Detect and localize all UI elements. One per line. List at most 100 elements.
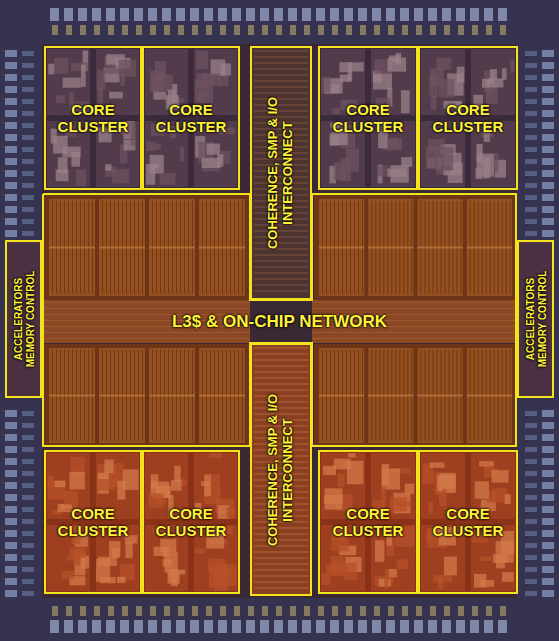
bond-pad <box>430 606 436 616</box>
bond-pad <box>525 579 537 584</box>
core-logic <box>97 70 105 90</box>
interconnect-wiring <box>254 563 308 565</box>
core-logic <box>171 480 182 491</box>
bond-pad <box>542 182 554 189</box>
core-logic <box>168 573 180 584</box>
cache-bank <box>368 348 413 443</box>
bond-pad <box>542 410 554 417</box>
bond-pad <box>498 8 507 21</box>
bond-pad <box>458 606 464 616</box>
network-wiring <box>44 302 250 303</box>
core-logic <box>322 573 331 585</box>
core-logic <box>486 79 494 83</box>
bond-pad <box>22 63 34 68</box>
bond-pad <box>52 25 58 35</box>
bond-pad <box>360 606 366 616</box>
interconnect-wiring <box>254 557 308 559</box>
core-cluster: CORE CLUSTER <box>44 46 142 190</box>
bond-pad <box>330 8 339 21</box>
interconnect-wiring <box>254 359 308 361</box>
bond-pad <box>94 25 100 35</box>
core-logic <box>211 59 226 75</box>
bond-pad <box>204 620 213 633</box>
die-core <box>42 44 517 598</box>
interconnect-wiring <box>254 575 308 577</box>
bond-pad <box>525 495 537 500</box>
bond-pad <box>5 98 17 105</box>
bond-pad <box>5 518 17 525</box>
bond-pad <box>400 620 409 633</box>
core-logic <box>502 68 507 80</box>
core-logic <box>510 60 514 73</box>
core-logic <box>375 576 394 586</box>
bond-pad <box>472 606 478 616</box>
interconnect-wiring <box>254 56 308 58</box>
core-logic <box>153 92 166 100</box>
interconnect-wiring <box>254 242 308 244</box>
core-logic <box>221 564 237 586</box>
bond-pad <box>318 606 324 616</box>
bond-pad <box>218 620 227 633</box>
region-label: CORE CLUSTER <box>51 505 135 540</box>
cache-bank-spine <box>368 395 413 397</box>
bond-pad <box>525 423 537 428</box>
bond-pad <box>5 86 17 93</box>
bond-pad <box>525 195 537 200</box>
interconnect-wiring <box>254 527 308 529</box>
interconnect-wiring <box>254 230 308 232</box>
interconnect-area <box>250 343 312 596</box>
core-logic <box>426 147 439 169</box>
region-label: CORE CLUSTER <box>326 101 410 136</box>
bond-pad <box>486 606 492 616</box>
core-logic <box>123 469 139 489</box>
cache-bank <box>368 199 413 296</box>
core-logic <box>338 474 345 487</box>
bond-pad <box>176 620 185 633</box>
bond-pad <box>542 194 554 201</box>
bond-pad <box>5 110 17 117</box>
core-logic <box>334 459 351 470</box>
cache-bank-spine <box>319 395 364 397</box>
bond-pad <box>484 620 493 633</box>
bond-pad <box>5 170 17 177</box>
core-cluster-area <box>418 46 518 190</box>
bond-pad <box>22 207 34 212</box>
bond-pad <box>260 8 269 21</box>
bond-pad <box>542 206 554 213</box>
cache-bank-spine <box>368 247 413 249</box>
bond-pad <box>5 50 17 57</box>
core-cluster-area <box>44 46 142 190</box>
bond-pad <box>444 25 450 35</box>
core-logic <box>154 164 159 168</box>
interconnect-wiring <box>254 581 308 583</box>
bond-pad <box>108 25 114 35</box>
bond-pad <box>22 531 34 536</box>
core-logic <box>387 138 399 148</box>
interconnect-wiring <box>254 110 308 112</box>
core-logic <box>207 144 220 155</box>
bond-pad <box>5 146 17 153</box>
bond-pad <box>525 219 537 224</box>
bond-pad <box>386 620 395 633</box>
core-logic <box>475 481 489 498</box>
cache-bank <box>49 348 95 443</box>
bond-pad <box>542 50 554 57</box>
bond-pad <box>234 25 240 35</box>
bond-pad <box>525 63 537 68</box>
bond-pad <box>525 75 537 80</box>
bond-pad <box>150 606 156 616</box>
bond-pad <box>416 606 422 616</box>
bond-pad <box>64 8 73 21</box>
region-label: COHERENCE, SMP & I/O INTERCONNECT <box>266 54 296 292</box>
bond-pad <box>444 606 450 616</box>
bond-pad <box>428 620 437 633</box>
core-logic <box>429 75 437 97</box>
bond-pad <box>542 554 554 561</box>
bond-pad <box>134 620 143 633</box>
bond-pad <box>106 8 115 21</box>
bond-pad <box>5 470 17 477</box>
bond-pad <box>525 111 537 116</box>
cache-bank-spine <box>418 247 463 249</box>
bond-pad <box>22 111 34 116</box>
